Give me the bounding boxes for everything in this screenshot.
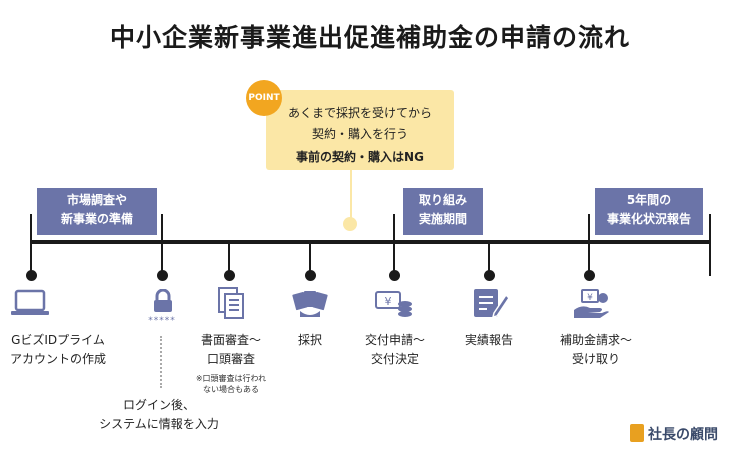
step-subsidy-claim: 補助金請求～ 受け取り — [546, 331, 646, 369]
screening-note-line1: ※口頭審査は行われ — [195, 374, 267, 383]
step-gbiz-account-line2: アカウントの作成 — [9, 352, 106, 366]
step-screening: 書面審査～ 口頭審査 — [186, 331, 276, 369]
selection-cards-icon — [292, 288, 328, 320]
brand-name: 社長の顧問 — [648, 427, 718, 443]
phase-preparation-line2: 新事業の準備 — [60, 212, 133, 226]
step-stem — [228, 244, 230, 272]
step-dot — [305, 270, 316, 281]
dotted-connector — [160, 336, 162, 388]
step-dot — [26, 270, 37, 281]
report-pen-icon — [472, 286, 510, 320]
point-line-2: 契約・購入を行う — [311, 127, 408, 141]
step-gbiz-account-line1: GビズIDプライム — [11, 333, 105, 347]
timeline-bar — [30, 240, 711, 244]
page-title: 中小企業新事業進出促進補助金の申請の流れ — [109, 23, 630, 52]
step-selection: 採択 — [280, 331, 340, 350]
phase-preparation-line1: 市場調査や — [66, 193, 127, 207]
point-marker-dot — [343, 217, 357, 231]
step-login-input-line2: システムに情報を入力 — [99, 417, 219, 431]
step-stem — [309, 244, 311, 272]
phase-divider-tick — [393, 214, 395, 276]
phase-preparation: 市場調査や 新事業の準備 — [37, 188, 157, 235]
hand-money-icon: ¥ — [572, 288, 610, 320]
phase-divider-tick — [161, 214, 163, 276]
step-screening-line2: 口頭審査 — [206, 352, 255, 366]
step-results-report-label: 実績報告 — [464, 333, 513, 347]
phase-reporting: 5年間の 事業化状況報告 — [595, 188, 703, 235]
step-dot — [584, 270, 595, 281]
phase-divider-tick — [588, 214, 590, 276]
phase-implementation-line2: 実施期間 — [418, 212, 467, 226]
step-grant-application: 交付申請～ 交付決定 — [350, 331, 440, 369]
step-dot — [224, 270, 235, 281]
brand-logo-icon — [630, 424, 644, 442]
step-dot — [484, 270, 495, 281]
step-login-input: ログイン後、 システムに情報を入力 — [84, 396, 234, 434]
step-grant-application-line1: 交付申請～ — [364, 333, 425, 347]
step-stem — [488, 244, 490, 272]
step-grant-application-line2: 交付決定 — [370, 352, 419, 366]
timeline-end-tick — [709, 214, 711, 276]
point-callout: あくまで採択を受けてから 契約・購入を行う 事前の契約・購入はNG — [266, 90, 454, 170]
documents-icon — [216, 286, 246, 320]
step-screening-line1: 書面審査～ — [200, 333, 261, 347]
screening-note: ※口頭審査は行われ ない場合もある — [186, 373, 276, 395]
timeline-start-tick — [30, 214, 32, 276]
step-subsidy-claim-line2: 受け取り — [571, 352, 620, 366]
password-mask: ***** — [148, 316, 176, 326]
phase-implementation: 取り組み 実施期間 — [403, 188, 483, 235]
step-gbiz-account: GビズIDプライム アカウントの作成 — [0, 331, 116, 369]
point-line-1: あくまで採択を受けてから — [287, 106, 432, 120]
step-login-input-line1: ログイン後、 — [122, 398, 195, 412]
money-coins-icon: ¥ — [374, 288, 414, 318]
laptop-icon — [10, 288, 50, 318]
lock-icon — [148, 288, 178, 314]
step-selection-label: 採択 — [297, 333, 322, 347]
point-connector — [350, 170, 352, 220]
phase-reporting-line1: 5年間の — [626, 193, 672, 207]
svg-text:¥: ¥ — [385, 295, 392, 308]
svg-text:¥: ¥ — [587, 293, 593, 303]
point-line-3: 事前の契約・購入はNG — [296, 150, 424, 164]
point-badge: POINT — [246, 80, 282, 116]
step-subsidy-claim-line1: 補助金請求～ — [559, 333, 632, 347]
step-results-report: 実績報告 — [456, 331, 522, 350]
step-dot — [157, 270, 168, 281]
screening-note-line2: ない場合もある — [203, 385, 259, 394]
phase-implementation-line1: 取り組み — [418, 193, 467, 207]
phase-reporting-line2: 事業化状況報告 — [606, 212, 691, 226]
step-dot — [389, 270, 400, 281]
